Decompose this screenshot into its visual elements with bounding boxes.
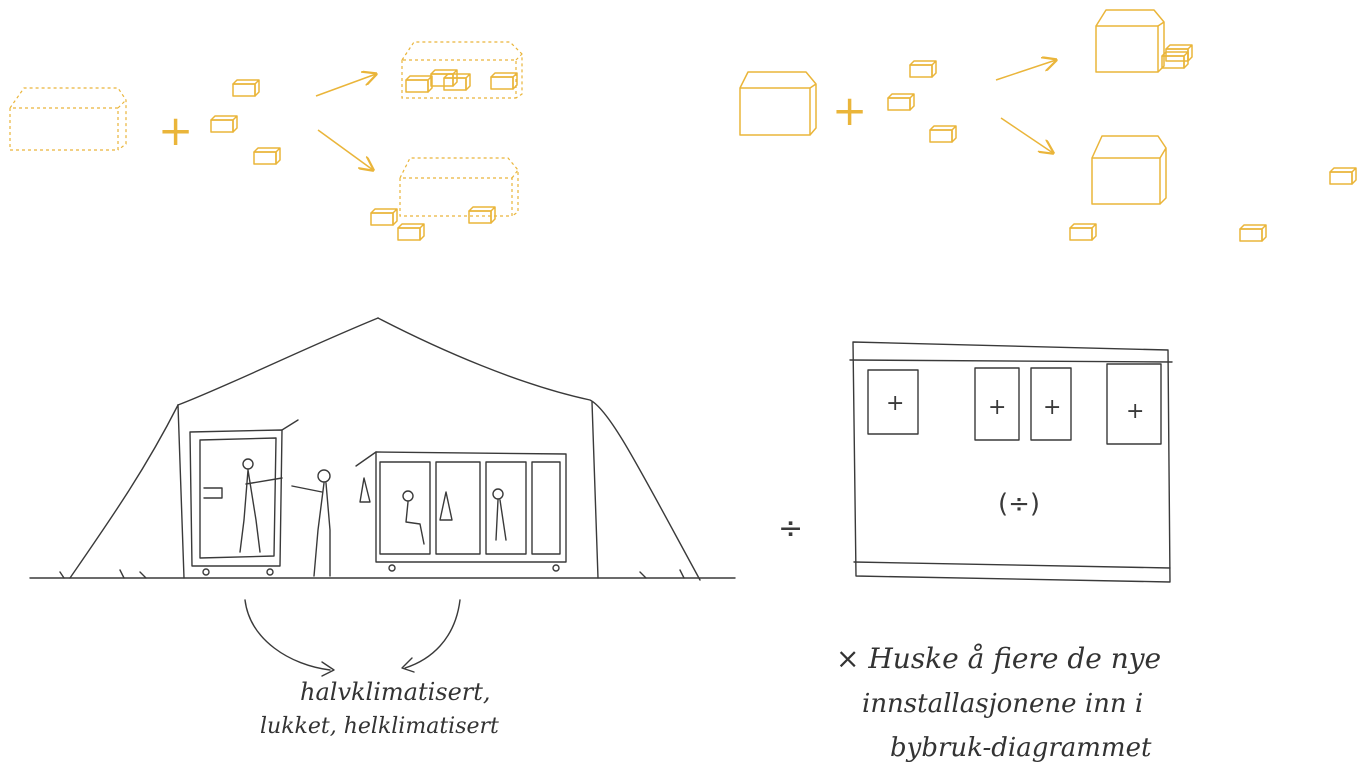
module-boxes-right (887, 60, 957, 143)
arrow-down-right-2 (1000, 117, 1053, 153)
divide-operator: ÷ (778, 511, 803, 546)
diagram-top-right: + (739, 9, 1357, 242)
container-right (355, 451, 567, 572)
tent-sketch (29, 317, 736, 677)
arrow-up-right (315, 74, 376, 97)
svg-text:+: + (988, 395, 1006, 420)
solid-hall-icon (739, 71, 817, 136)
person-standing (291, 469, 331, 577)
note-line3: bybruk-diagrammet (890, 733, 1152, 763)
curve-arrow-right (404, 599, 461, 669)
panel-plus-marks: + + + + (886, 391, 1144, 424)
curve-arrow-left (244, 599, 331, 671)
svg-text:+: + (1043, 395, 1061, 420)
svg-text:+: + (886, 391, 904, 416)
climate-label-line1: halvklimatisert, (300, 678, 491, 706)
solid-hall-modules-outside (1069, 135, 1357, 242)
note-line2: innstallasjonene inn i (862, 689, 1143, 719)
svg-text:+: + (1126, 399, 1144, 424)
plus-operator-right: + (832, 86, 867, 135)
plus-operator: + (158, 106, 193, 155)
climate-label-line2: lukket, helklimatisert (260, 714, 499, 739)
dashed-hall-icon (9, 87, 127, 151)
arrow-down-right (317, 129, 373, 170)
note-line1: × Huske å fiere de nye (836, 642, 1161, 675)
panel-divide-label: (÷) (998, 489, 1040, 519)
solid-hall-with-modules (1095, 9, 1193, 73)
arrow-up-right-2 (995, 60, 1056, 81)
dashed-hall-with-modules (401, 41, 523, 99)
diagram-top-left: + (9, 41, 523, 241)
dashed-hall-with-modules-outside (370, 157, 519, 241)
module-boxes (210, 79, 281, 165)
panel-sketch (849, 341, 1173, 583)
container-left (189, 419, 299, 576)
